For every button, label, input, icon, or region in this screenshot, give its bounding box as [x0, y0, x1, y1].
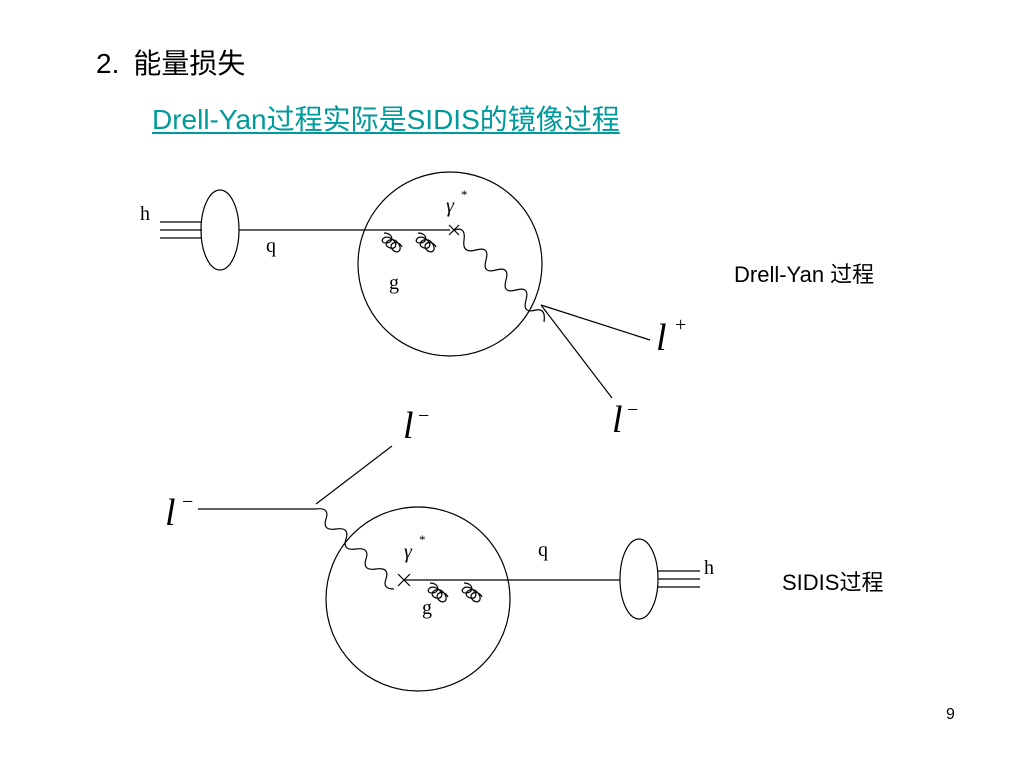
lepton-in-label: l	[165, 492, 176, 534]
hadron-blob-top	[200, 189, 240, 271]
hadron-label-bottom: h	[704, 557, 714, 579]
drell-yan-caption: Drell-Yan 过程	[734, 262, 874, 287]
gluon-spiral-bottom-2	[461, 582, 483, 603]
lepton-plus-sup: +	[675, 314, 686, 336]
photon-symbol-bottom: γ	[404, 541, 413, 563]
gluon-spiral-top-2	[415, 232, 437, 253]
lepton-minus-label-top: l	[612, 399, 623, 441]
photon-sup-top: *	[461, 187, 468, 202]
lepton-plus-label: l	[656, 317, 667, 359]
lepton-minus-line-top	[540, 304, 613, 399]
sidis-caption: SIDIS过程	[782, 570, 883, 595]
page-number: 9	[946, 706, 955, 723]
photon-line-top	[453, 228, 545, 323]
lepton-in-sup: −	[182, 491, 193, 513]
heading-text: 能量损失	[133, 48, 246, 79]
lepton-out-label: l	[403, 405, 414, 447]
gluon-spiral-top-1	[381, 232, 403, 253]
drell-yan-diagram	[160, 171, 651, 399]
lepton-out-sup: −	[418, 405, 429, 427]
gluon-spiral-bottom-1	[427, 582, 449, 603]
lepton-plus-line	[540, 304, 651, 341]
hadron-label-top: h	[140, 203, 150, 225]
slide-heading: 2. 能量损失	[96, 46, 245, 82]
gluon-label-bottom: g	[422, 597, 432, 619]
photon-symbol-top: γ	[446, 195, 455, 217]
drell-yan-labels: h q g γ * l + l − Drell-Yan 过程	[140, 187, 874, 441]
photon-line-bottom	[315, 508, 395, 590]
photon-sup-bottom: *	[419, 532, 426, 547]
gluon-label-top: g	[389, 272, 399, 294]
sidis-diagram	[198, 445, 700, 692]
quark-label-top: q	[266, 235, 276, 257]
nucleus-circle-top	[357, 171, 543, 357]
nucleus-circle-bottom	[325, 506, 511, 692]
hadron-blob-bottom	[619, 538, 659, 620]
heading-number: 2.	[96, 48, 120, 79]
sidis-labels: l − l − γ * q g h SIDIS过程	[165, 405, 883, 619]
lepton-out-line	[315, 445, 393, 505]
quark-label-bottom: q	[538, 539, 548, 561]
lepton-minus-sup-top: −	[627, 399, 638, 421]
slide-subtitle-link[interactable]: Drell-Yan过程实际是SIDIS的镜像过程	[152, 104, 620, 135]
